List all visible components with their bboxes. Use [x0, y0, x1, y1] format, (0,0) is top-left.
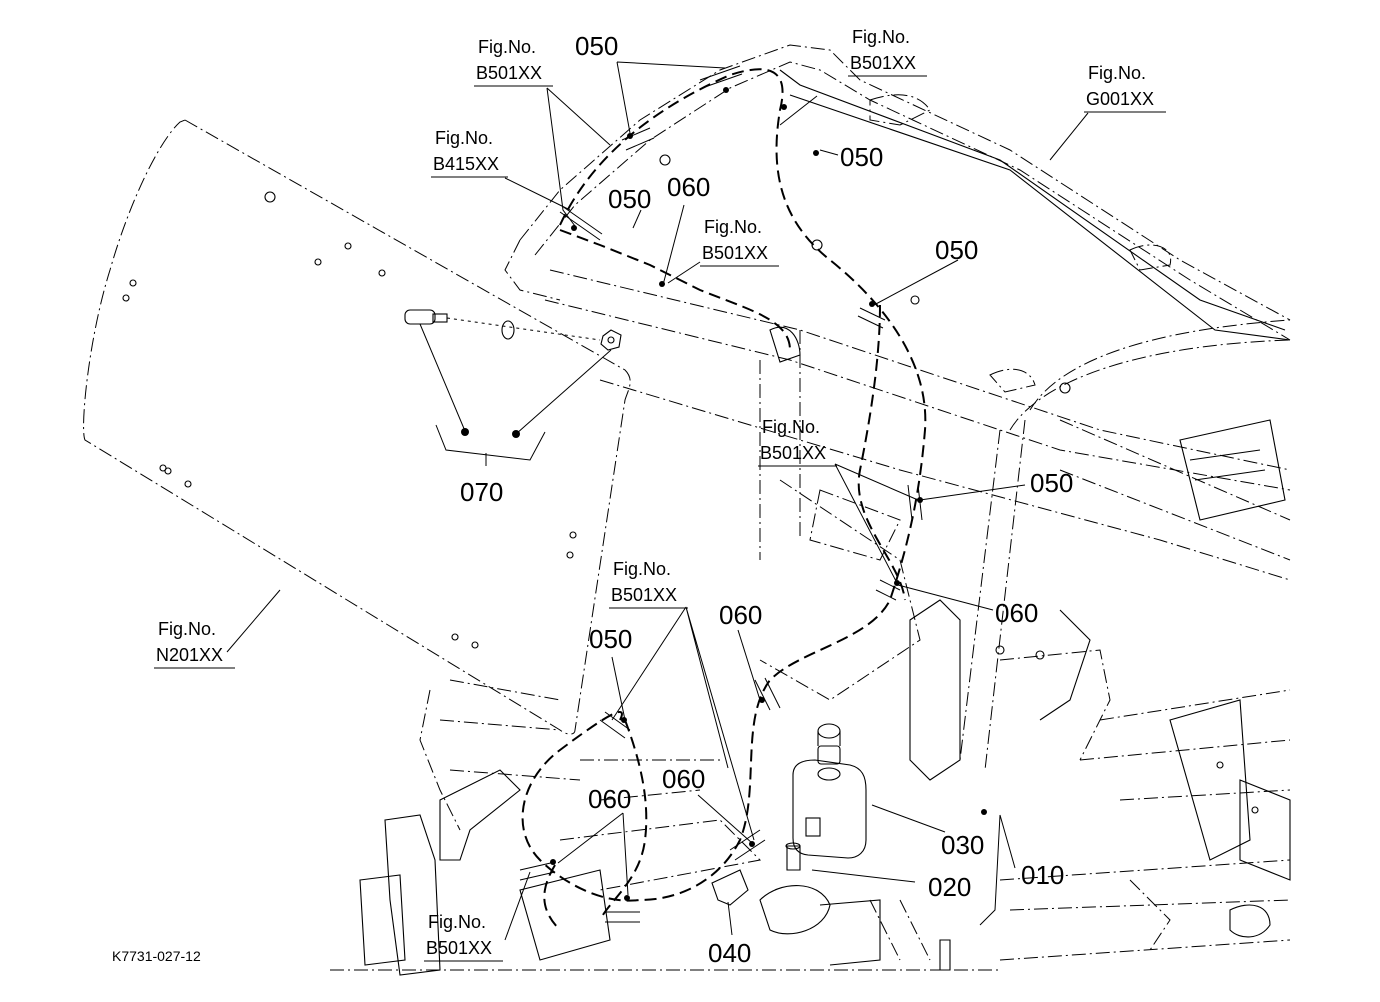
- fig-ref-number: B501XX: [476, 63, 542, 83]
- fig-ref-label: Fig.No.: [435, 128, 493, 148]
- washer-nozzle-drawing: [404, 309, 622, 466]
- fig-ref-b501-bottom: Fig.No. B501XX: [424, 912, 503, 962]
- washer-hose-drawing: [519, 65, 927, 931]
- washer-tank-drawing: [711, 723, 867, 906]
- leader-lines: [226, 61, 1089, 941]
- fig-ref-b415: Fig.No. B415XX: [431, 128, 508, 178]
- glass-panel-drawing: [83, 119, 631, 735]
- fig-ref-label: Fig.No.: [613, 559, 671, 579]
- fig-ref-number: B501XX: [760, 443, 826, 463]
- part-label-050-right-top: 050: [840, 142, 883, 172]
- fig-ref-label: Fig.No.: [1088, 63, 1146, 83]
- fig-ref-number: B501XX: [426, 938, 492, 958]
- part-label-050-right: 050: [1030, 468, 1073, 498]
- diagram-code: K7731-027-12: [112, 948, 201, 964]
- part-label-060-top: 060: [667, 172, 710, 202]
- part-label-010: 010: [1021, 860, 1064, 890]
- fig-ref-label: Fig.No.: [158, 619, 216, 639]
- fig-ref-number: N201XX: [156, 645, 223, 665]
- part-label-020: 020: [928, 872, 971, 902]
- part-label-060-right: 060: [995, 598, 1038, 628]
- fig-ref-b501-middle: Fig.No. B501XX: [609, 559, 688, 609]
- fig-ref-number: B501XX: [702, 243, 768, 263]
- fig-ref-b501-right: Fig.No. B501XX: [758, 417, 837, 467]
- fig-ref-number: B501XX: [611, 585, 677, 605]
- part-label-050-top: 050: [575, 31, 618, 61]
- part-label-050-bottom: 050: [589, 624, 632, 654]
- part-label-060-middle: 060: [719, 600, 762, 630]
- fig-ref-label: Fig.No.: [852, 27, 910, 47]
- part-label-050-center: 050: [935, 235, 978, 265]
- fig-ref-label: Fig.No.: [428, 912, 486, 932]
- fig-ref-label: Fig.No.: [478, 37, 536, 57]
- fig-ref-b501-top-left: Fig.No. B501XX: [474, 37, 553, 87]
- fig-ref-b501-top-right: Fig.No. B501XX: [848, 27, 927, 77]
- part-label-060-lower: 060: [662, 764, 705, 794]
- fig-ref-number: B415XX: [433, 154, 499, 174]
- fig-ref-label: Fig.No.: [704, 217, 762, 237]
- part-label-070: 070: [460, 477, 503, 507]
- part-label-030: 030: [941, 830, 984, 860]
- fig-ref-n201: Fig.No. N201XX: [154, 619, 235, 669]
- fig-ref-number: B501XX: [850, 53, 916, 73]
- fig-ref-b501-center: Fig.No. B501XX: [700, 217, 779, 267]
- fig-ref-label: Fig.No.: [762, 417, 820, 437]
- fig-ref-g001: Fig.No. G001XX: [1084, 63, 1166, 113]
- part-label-060-bottom-left: 060: [588, 784, 631, 814]
- part-label-050-left: 050: [608, 184, 651, 214]
- fig-ref-number: G001XX: [1086, 89, 1154, 109]
- cab-frame-drawing: [330, 44, 1291, 976]
- part-label-040: 040: [708, 938, 751, 968]
